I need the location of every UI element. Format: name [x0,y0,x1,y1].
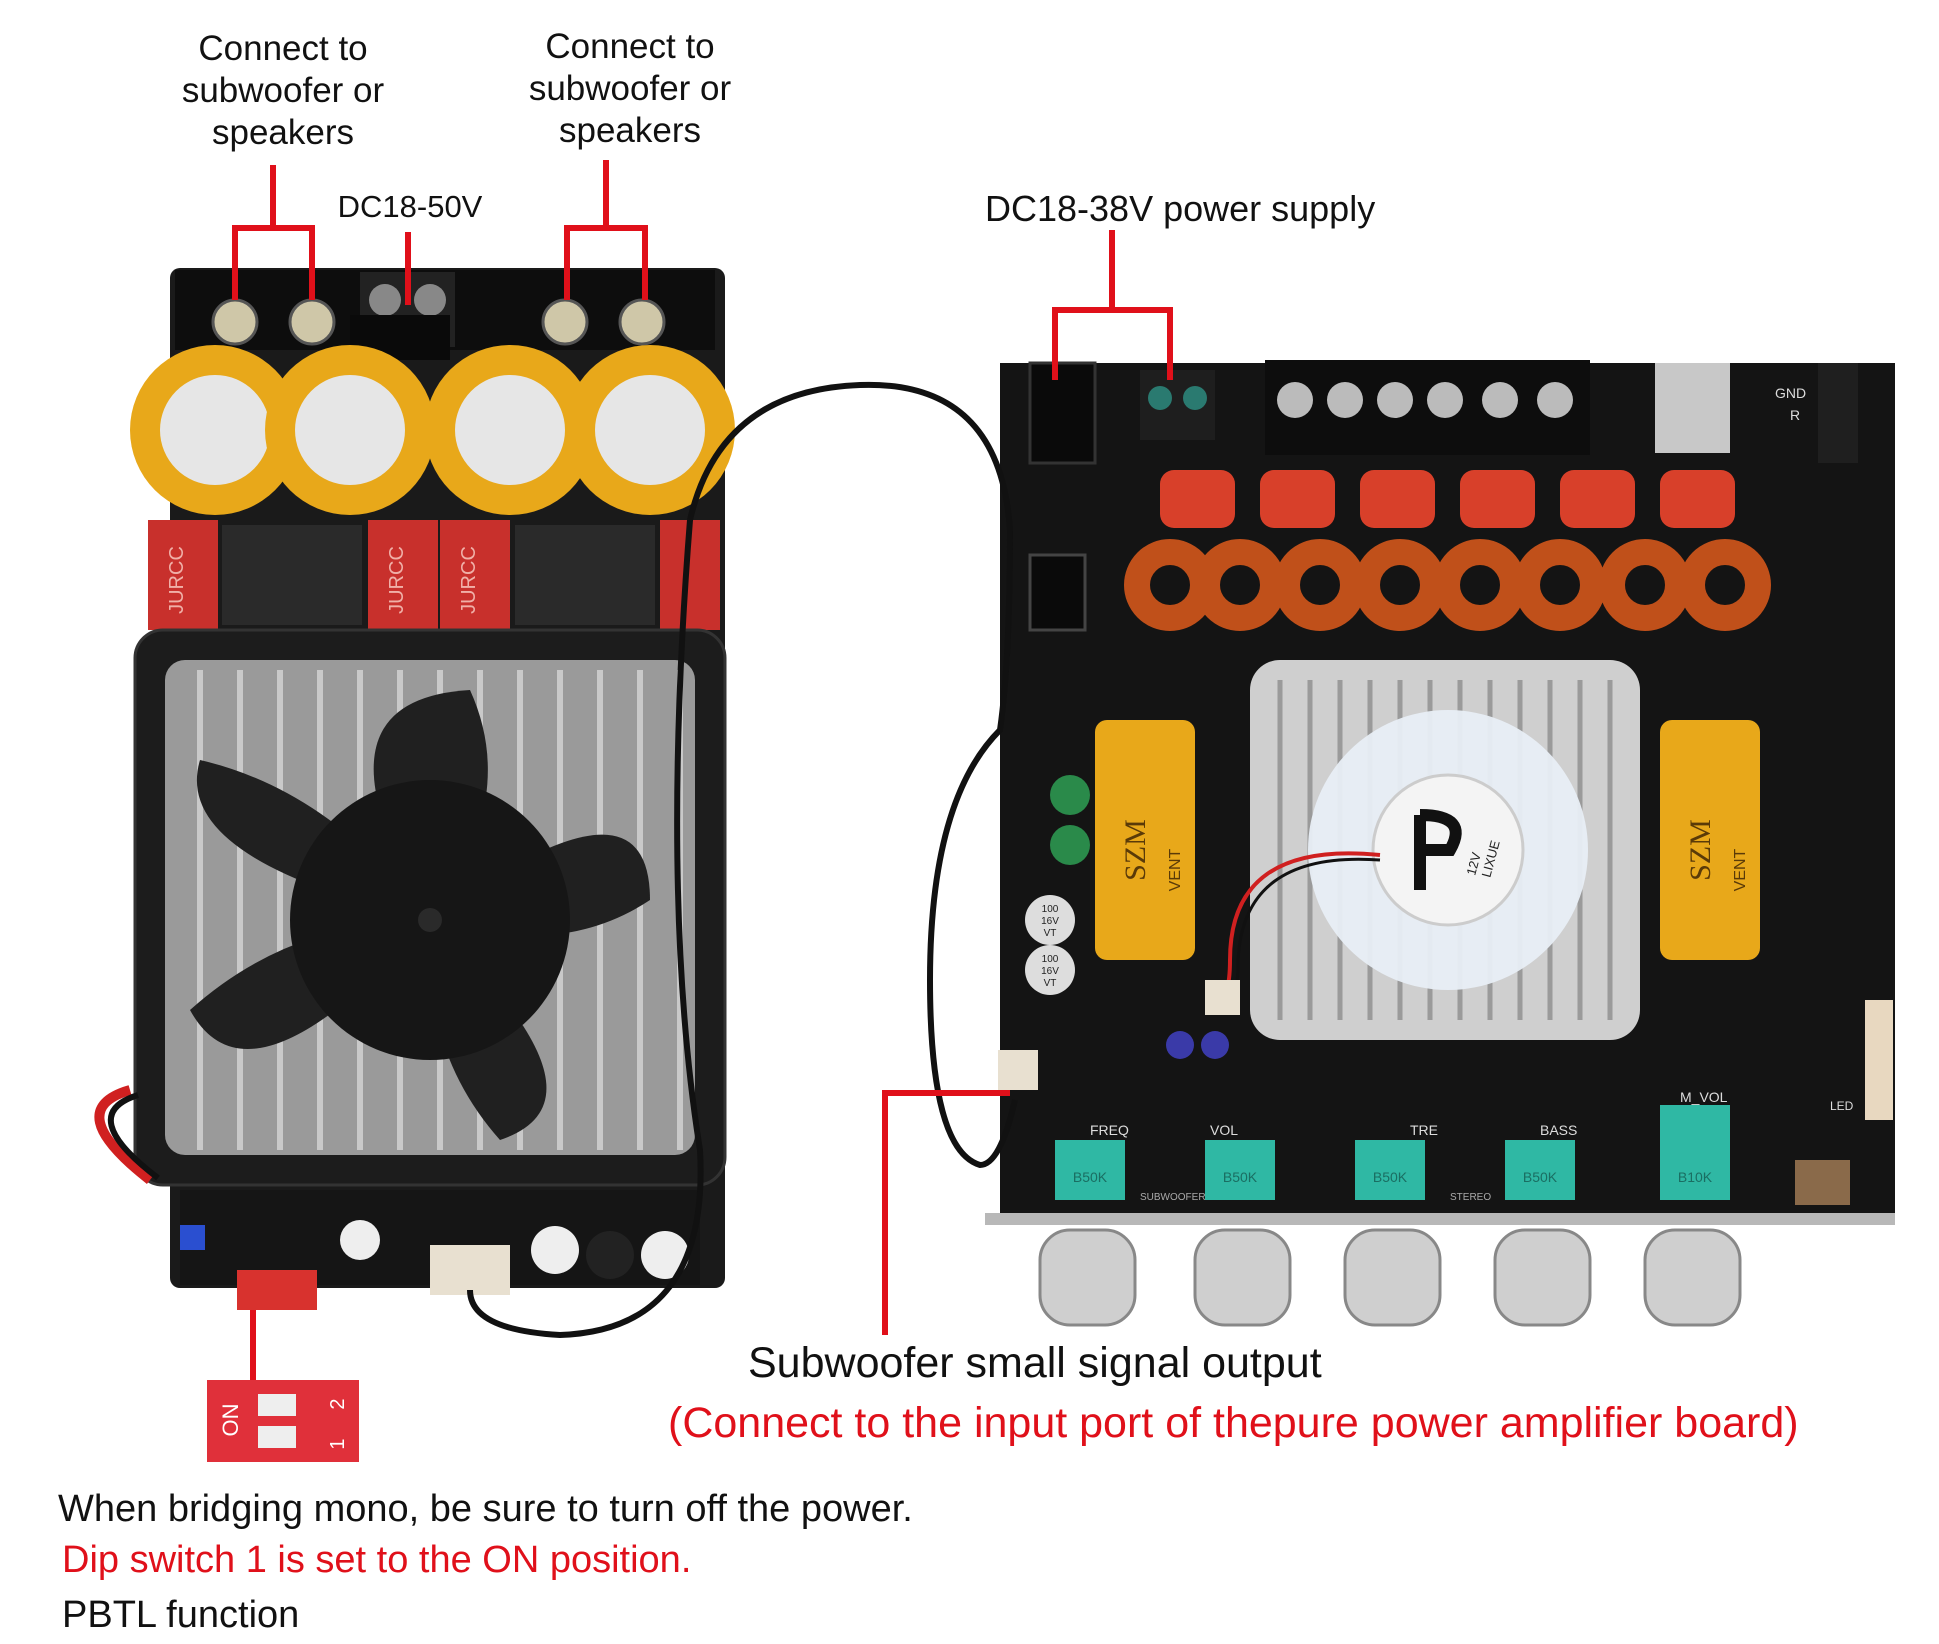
svg-text:100: 100 [1042,904,1059,915]
knob-label: FREQ [1090,1122,1129,1138]
leader-sub-output [882,1090,1010,1335]
fan-voltage-label: 12V [1463,850,1484,877]
knob-label: M_VOL [1680,1089,1728,1105]
jurcc-label: JURCC [386,546,408,614]
sub-output-label: Subwoofer small signal output [748,1339,1322,1387]
szm-label: SZM [1119,819,1152,881]
dip-2-label: 2 [327,1398,349,1409]
right-tone-board: GND R SZM VENT SZM VENT [985,360,1895,1327]
gnd-label: GND [1775,385,1806,401]
knob-label: BASS [1540,1122,1577,1138]
subwoofer-output-connector [998,1050,1038,1090]
small-capacitor: 100 16V VT [1025,895,1075,945]
control-knobs [1038,1228,1742,1327]
szm-label: SZM [1684,819,1717,881]
svg-text:VT: VT [1044,928,1057,939]
dip-switch-enlarged: ON 2 1 [207,1380,359,1462]
left-amplifier-board: JURCC JURCC JURCC [94,268,735,1310]
subwoofer-tag: SUBWOOFER [1140,1192,1206,1203]
leader-lines [232,160,1173,1380]
jurcc-label: JURCC [166,546,188,614]
szm-capacitor-right: SZM VENT [1660,720,1760,960]
right-dc-label: DC18-38V power supply [985,188,1376,229]
left-speaker-terminals-b [541,298,666,346]
signal-connector [430,1245,510,1295]
left-inductors: JURCC JURCC JURCC [148,520,720,630]
note-dip-switch: Dip switch 1 is set to the ON position. [62,1539,692,1581]
svg-text:B50K: B50K [1523,1169,1558,1185]
svg-text:16V: 16V [1041,916,1059,927]
center-heatsink-fan: 12V LIXUE [1250,660,1640,1040]
szm-capacitor-left: SZM VENT [1095,720,1195,960]
svg-text:B50K: B50K [1373,1169,1408,1185]
film-capacitors [1160,470,1735,528]
dip-1-label: 1 [327,1438,349,1449]
dip-on-label: ON [218,1404,243,1437]
stereo-tag: STEREO [1450,1192,1491,1203]
r-label: R [1790,407,1800,423]
dc-barrel-jack [1028,361,1097,465]
svg-text:B50K: B50K [1073,1169,1108,1185]
right-speaker-terminals [1265,360,1590,455]
left-dc-label: DC18-50V [337,189,483,224]
note-bridging: When bridging mono, be sure to turn off … [58,1488,913,1530]
note-pbtl: PBTL function [62,1594,300,1636]
usb-port [1655,363,1730,453]
interconnect-cable [687,381,1018,1169]
knob-label: TRE [1410,1122,1438,1138]
vent-label: VENT [1732,848,1749,891]
aux-jack [1818,363,1858,463]
dip-switch-small [237,1270,317,1310]
toroid-inductors [1124,539,1771,631]
knob-label: VOL [1210,1122,1238,1138]
left-speaker-label-a: Connect to subwoofer or speakers [181,29,385,152]
vent-label: VENT [1167,848,1184,891]
sub-output-note: (Connect to the input port of thepure po… [668,1399,1799,1447]
svg-text:B10K: B10K [1678,1169,1713,1185]
svg-text:VT: VT [1044,978,1057,989]
svg-text:16V: 16V [1041,966,1059,977]
left-capacitors [130,345,735,515]
jurcc-label: JURCC [458,546,480,614]
led-label: LED [1830,1099,1854,1113]
left-speaker-label-b: Connect to subwoofer or speakers [528,27,732,150]
svg-text:100: 100 [1042,954,1059,965]
potentiometers: B50K B50K B50K B50K B10K [1055,1105,1730,1200]
svg-text:B50K: B50K [1223,1169,1258,1185]
small-capacitor: 100 16V VT [1025,945,1075,995]
